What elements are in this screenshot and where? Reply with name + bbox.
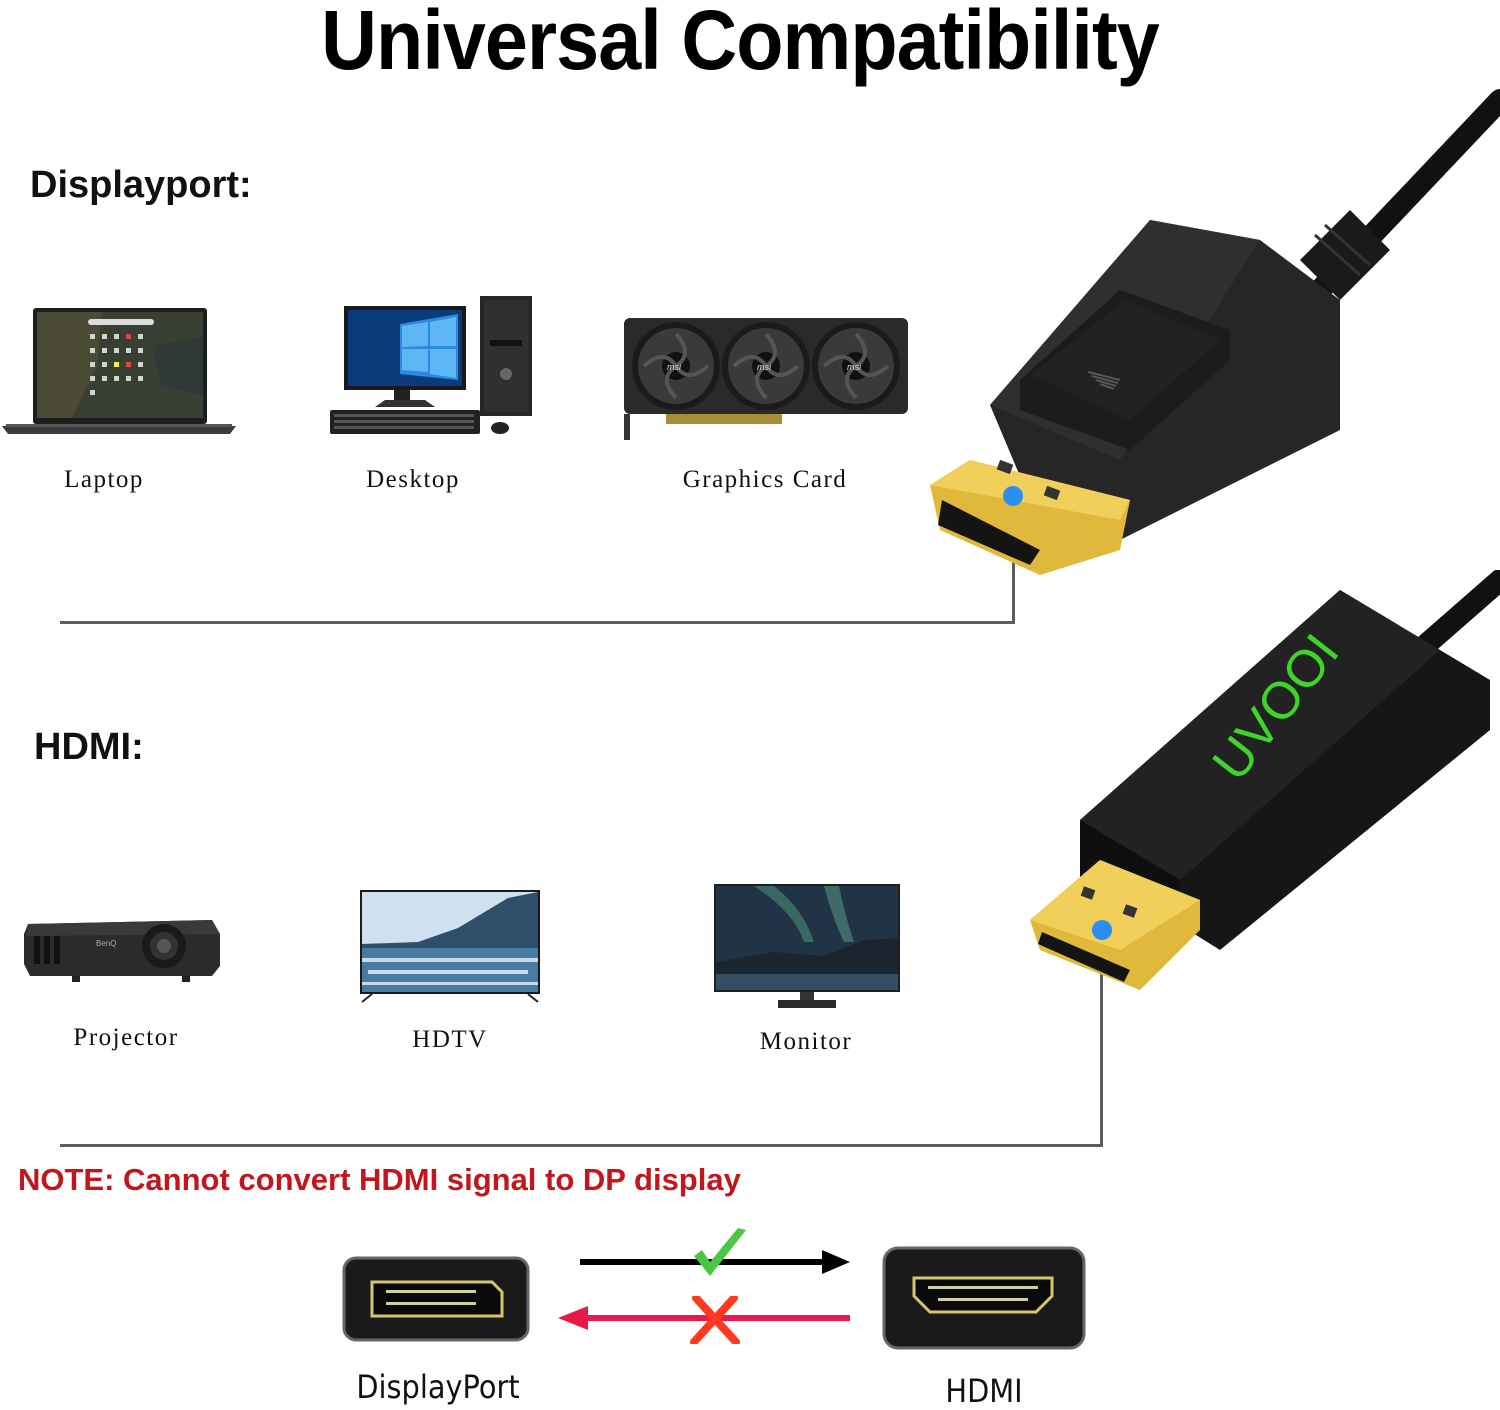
displayport-port-icon bbox=[342, 1256, 530, 1342]
svg-text:msi: msi bbox=[847, 362, 862, 372]
hdmi-pointer-line bbox=[1100, 936, 1103, 1147]
cross-icon bbox=[688, 1294, 742, 1346]
graphics-card-icon: msi msi msi bbox=[614, 314, 910, 444]
svg-text:msi: msi bbox=[667, 362, 682, 372]
device-label-graphics-card: Graphics Card bbox=[682, 466, 848, 493]
displayport-pointer-dot bbox=[1003, 486, 1023, 506]
device-label-projector: Projector bbox=[73, 1024, 179, 1051]
hdmi-plug-illustration: UVOOI bbox=[1020, 569, 1500, 1010]
displayport-plug-illustration bbox=[920, 60, 1500, 580]
device-label-laptop: Laptop bbox=[64, 466, 144, 493]
projector-icon: BenQ bbox=[22, 914, 222, 986]
tv-icon bbox=[358, 888, 542, 1006]
svg-text:msi: msi bbox=[757, 362, 772, 372]
desktop-icon bbox=[330, 294, 534, 438]
brand-logo bbox=[1235, 676, 1365, 786]
device-label-monitor: Monitor bbox=[759, 1028, 853, 1055]
displayport-label: DisplayPort bbox=[356, 1368, 520, 1406]
compatibility-note: NOTE: Cannot convert HDMI signal to DP d… bbox=[18, 1162, 741, 1197]
device-label-desktop: Desktop bbox=[366, 466, 460, 493]
svg-text:BenQ: BenQ bbox=[96, 939, 116, 948]
check-icon bbox=[690, 1226, 750, 1284]
displayport-connector-line bbox=[60, 621, 1015, 624]
displayport-heading: Displayport: bbox=[30, 164, 252, 206]
laptop-icon bbox=[2, 306, 236, 438]
monitor-icon bbox=[714, 882, 900, 1010]
hdmi-label: HDMI bbox=[945, 1372, 1023, 1410]
hdmi-port-icon bbox=[882, 1246, 1086, 1350]
hdmi-connector-line bbox=[60, 1144, 1103, 1147]
hdmi-heading: HDMI: bbox=[34, 726, 144, 768]
device-label-hdtv: HDTV bbox=[412, 1026, 488, 1053]
page-title: Universal Compatibility bbox=[321, 0, 1160, 87]
hdmi-pointer-dot bbox=[1092, 920, 1112, 940]
